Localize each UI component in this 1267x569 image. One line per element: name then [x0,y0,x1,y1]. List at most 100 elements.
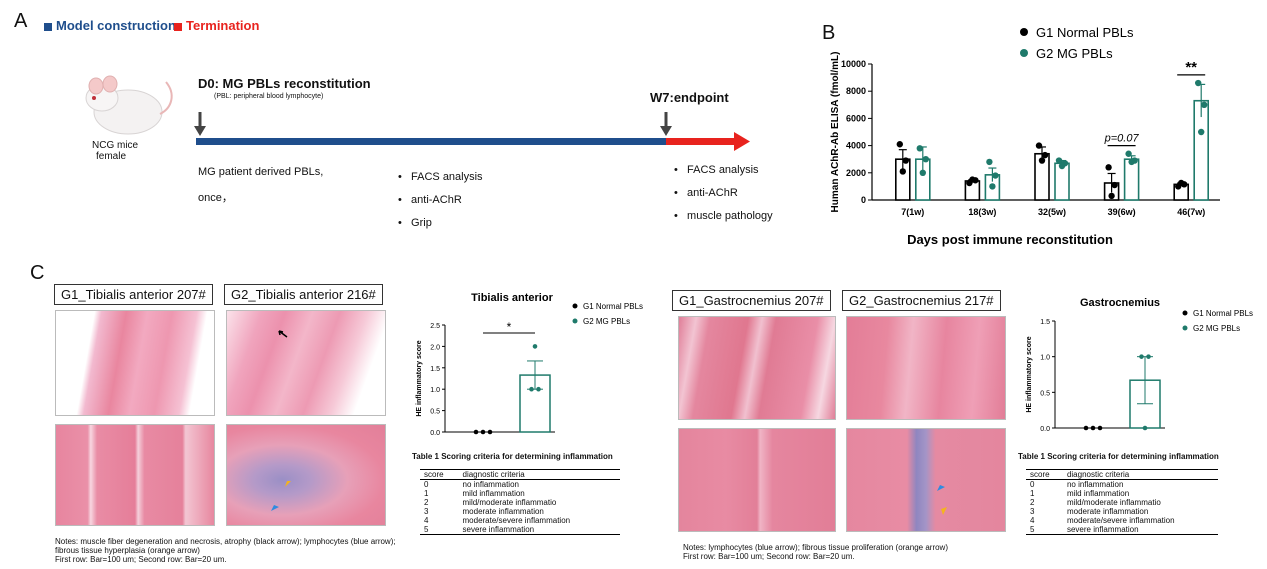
data-point [1139,354,1144,359]
data-point [473,429,479,435]
data-point [969,176,976,183]
y-tick-label: 2.0 [430,344,440,351]
data-point [1035,142,1043,149]
data-point [896,141,903,148]
d0-title: D0: MG PBLs reconstitution [198,76,371,91]
label-g1-gc: G1_Gastrocnemius 207# [672,290,831,311]
y-axis-label: Human AChR-Ab ELISA (fmol/mL) [830,52,841,213]
histology-g1-gc-row2 [678,428,836,532]
criteria-table-ta-title: Table 1 Scoring criteria for determining… [412,452,613,461]
notes-gc-line1: Notes: lymphocytes (blue arrow); fibrous… [683,543,948,552]
label-g2-ta: G2_Tibialis anterior 216# [224,284,383,305]
x-tick-label: 32(5w) [1038,207,1066,217]
data-point [1097,425,1103,431]
data-point [919,169,926,176]
data-point [1090,425,1096,431]
criteria-table-gc: Table 1 Scoring criteria for determining… [1018,452,1219,535]
notes-gc: Notes: lymphocytes (blue arrow); fibrous… [683,543,948,561]
y-tick-label: 0 [861,195,866,205]
histology-g2-gc-row2 [846,428,1006,532]
data-point [1111,181,1118,189]
data-point [1105,164,1112,171]
data-point [1058,162,1066,170]
panel-b-letter: B [822,22,836,44]
y-tick-label: 4000 [846,141,866,151]
y-axis-label: HE inflammatory score [416,340,423,416]
chart-gc: Gastrocnemius G1 Normal PBLs G2 MG PBLs 0.0… [1026,297,1253,433]
y-tick-label: 1.5 [1040,319,1050,326]
data-point [992,172,999,179]
y-tick-label: 0.0 [1040,426,1050,433]
data-point [1055,157,1063,164]
blue-arrow-icon [937,485,945,491]
criteria-header-score: score [424,470,444,479]
legend-label-2: G2 MG PBLs [1193,324,1240,333]
notes-ta-line3: First row: Bar=100 um; Second row: Bar=2… [55,555,227,564]
data-point [989,183,996,190]
legend-label-2: G2 MG PBLs [1036,46,1113,61]
criteria-header-criteria: diagnostic criteria [462,470,525,479]
legend-dot-1 [1182,310,1188,316]
d0-note: (PBL: peripheral blood lymphocyte) [214,93,324,100]
x-tick-label: 46(7w) [1177,207,1205,217]
mid-item-1: • FACS analysis [398,171,483,183]
y-tick-label: 0.5 [1040,390,1050,397]
x-axis-label: Days post immune reconstitution [907,232,1113,247]
legend-model-label: Model construction [56,18,176,33]
left-text-2: once， [198,192,233,204]
legend-dot-2 [572,318,578,324]
w7-arrow-icon [660,126,672,136]
legend-model: Model construction [44,18,176,33]
y-tick-label: 0.0 [430,430,440,437]
data-point [1125,150,1132,157]
legend-label-1: G1 Normal PBLs [1193,309,1253,318]
orange-arrow-icon [941,507,947,515]
criteria-table-gc-title: Table 1 Scoring criteria for determining… [1018,452,1219,461]
notes-gc-line2: First row: Bar=100 um; Second row: Bar=2… [683,552,855,561]
data-point [1041,151,1049,159]
data-point [986,158,993,166]
data-point [1128,158,1135,166]
data-point [480,429,486,435]
timeline [194,112,750,151]
right-item-1: • FACS analysis [674,164,759,176]
notes-ta: Notes: muscle fiber degeneration and nec… [55,537,396,564]
data-point [1201,101,1208,109]
label-g1-ta: G1_Tibialis anterior 207# [54,284,213,305]
y-tick-label: 10000 [841,59,866,69]
chart-title: Gastrocnemius [1080,297,1160,309]
orange-arrow-icon [285,481,291,487]
legend-termination-swatch [174,22,182,31]
significance-label: * [507,320,512,334]
data-point [487,429,493,435]
x-tick-label: 39(6w) [1108,207,1136,217]
legend-label-1: G1 Normal PBLs [583,302,643,311]
legend-label-2: G2 MG PBLs [583,317,630,326]
histology-g2-ta-row1 [226,310,386,416]
data-point [902,157,909,164]
histology-g1-ta-row2 [55,424,215,526]
data-point [1198,128,1205,136]
criteria-table-ta: Table 1 Scoring criteria for determining… [412,452,620,535]
data-point [1146,354,1151,359]
right-item-2: • anti-AChR [674,187,738,199]
legend-dot-2 [1182,325,1188,331]
legend-dot-1 [572,303,578,309]
timeline-arrowhead-icon [734,132,750,151]
legend-dot-2 [1020,49,1028,57]
data-point [1142,425,1148,431]
right-list: • FACS analysis • anti-AChR • muscle pat… [674,159,773,228]
data-point [922,156,929,163]
black-arrow-icon [278,330,288,338]
label-g2-gc: G2_Gastrocnemius 217# [842,290,1001,311]
mouse-illustration [85,75,173,135]
data-point [529,386,534,392]
